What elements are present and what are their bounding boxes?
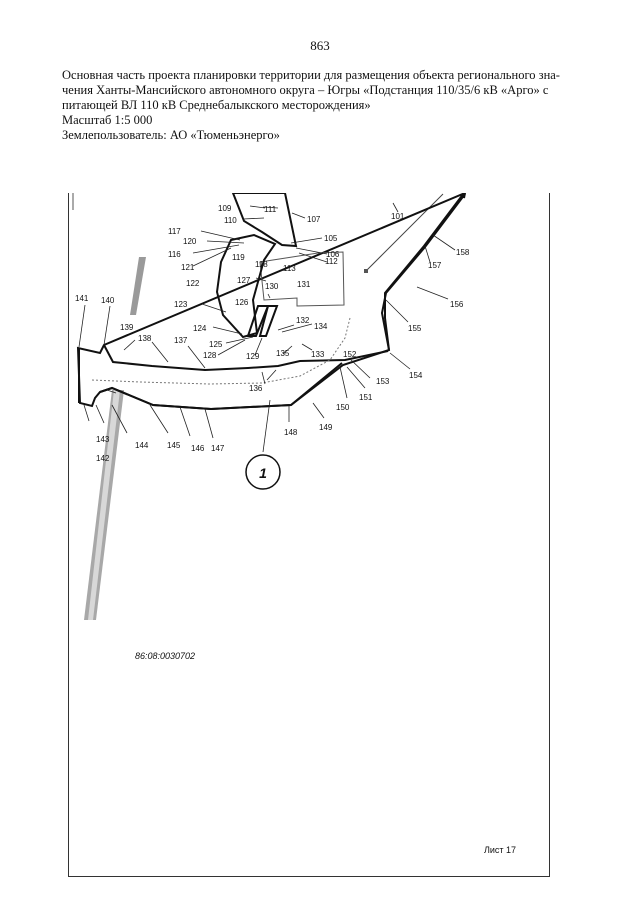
label-131: 131 <box>297 280 311 289</box>
plot-109-111 <box>231 193 298 248</box>
label-156: 156 <box>450 300 464 309</box>
label-143: 143 <box>96 435 110 444</box>
label-130: 130 <box>265 282 279 291</box>
header-line-1: Основная часть проекта планировки террит… <box>62 68 560 82</box>
label-150: 150 <box>336 403 350 412</box>
label-153: 153 <box>376 377 390 386</box>
label-111: 111 <box>264 205 277 214</box>
label-126: 126 <box>235 298 249 307</box>
label-133: 133 <box>311 350 325 359</box>
point-labels: 101 105 106 107 109 110 111 112 113 116 … <box>75 204 470 463</box>
label-145: 145 <box>167 441 181 450</box>
sheet-label: Лист 17 <box>484 845 517 855</box>
label-120: 120 <box>183 237 197 246</box>
label-113: 113 <box>283 264 296 273</box>
power-line <box>365 193 444 272</box>
label-135: 135 <box>276 349 290 358</box>
label-154: 154 <box>409 371 423 380</box>
label-147: 147 <box>211 444 225 453</box>
label-129: 129 <box>246 352 260 361</box>
label-149: 149 <box>319 423 333 432</box>
label-142: 142 <box>96 454 110 463</box>
label-110: 110 <box>224 216 237 225</box>
label-128: 128 <box>203 351 217 360</box>
label-132: 132 <box>296 316 310 325</box>
label-155: 155 <box>408 324 422 333</box>
label-122: 122 <box>186 279 200 288</box>
label-125: 125 <box>209 340 223 349</box>
road-strip-upper <box>130 257 146 315</box>
document-header: Основная часть проекта планировки террит… <box>62 68 582 143</box>
land-owner-text: Землепользователь: АО «Тюменьэнерго» <box>62 128 280 142</box>
label-109: 109 <box>218 204 232 213</box>
survey-map: 101 105 106 107 109 110 111 112 113 116 … <box>68 193 550 877</box>
label-152: 152 <box>343 350 357 359</box>
label-151: 151 <box>359 393 373 402</box>
header-line-3: питающей ВЛ 110 кВ Среднебалыкского мест… <box>62 98 371 112</box>
label-117: 117 <box>168 227 181 236</box>
header-line-2: чения Ханты-Мансийского автономного окру… <box>62 83 549 97</box>
label-106: 106 <box>326 250 340 259</box>
label-141: 141 <box>75 294 89 303</box>
page-number: 863 <box>310 38 330 53</box>
cadastral-number: 86:08:0030702 <box>135 651 195 661</box>
label-148: 148 <box>284 428 298 437</box>
scale-text: Масштаб 1:5 000 <box>62 113 153 127</box>
label-136: 136 <box>249 384 263 393</box>
label-134: 134 <box>314 322 328 331</box>
label-118: 118 <box>255 260 268 269</box>
label-121: 121 <box>181 263 195 272</box>
label-137: 137 <box>174 336 188 345</box>
label-144: 144 <box>135 441 149 450</box>
label-138: 138 <box>138 334 152 343</box>
label-123: 123 <box>174 300 188 309</box>
label-101: 101 <box>391 212 405 221</box>
label-127: 127 <box>237 276 251 285</box>
label-140: 140 <box>101 296 115 305</box>
label-105: 105 <box>324 234 338 243</box>
label-107: 107 <box>307 215 321 224</box>
label-116: 116 <box>168 250 181 259</box>
plot-circle-label: 1 <box>259 465 267 481</box>
label-158: 158 <box>456 248 470 257</box>
label-139: 139 <box>120 323 134 332</box>
label-119: 119 <box>232 253 245 262</box>
plot-circle <box>245 454 281 490</box>
label-112: 112 <box>325 257 338 266</box>
label-157: 157 <box>428 261 442 270</box>
label-146: 146 <box>191 444 205 453</box>
label-124: 124 <box>193 324 207 333</box>
